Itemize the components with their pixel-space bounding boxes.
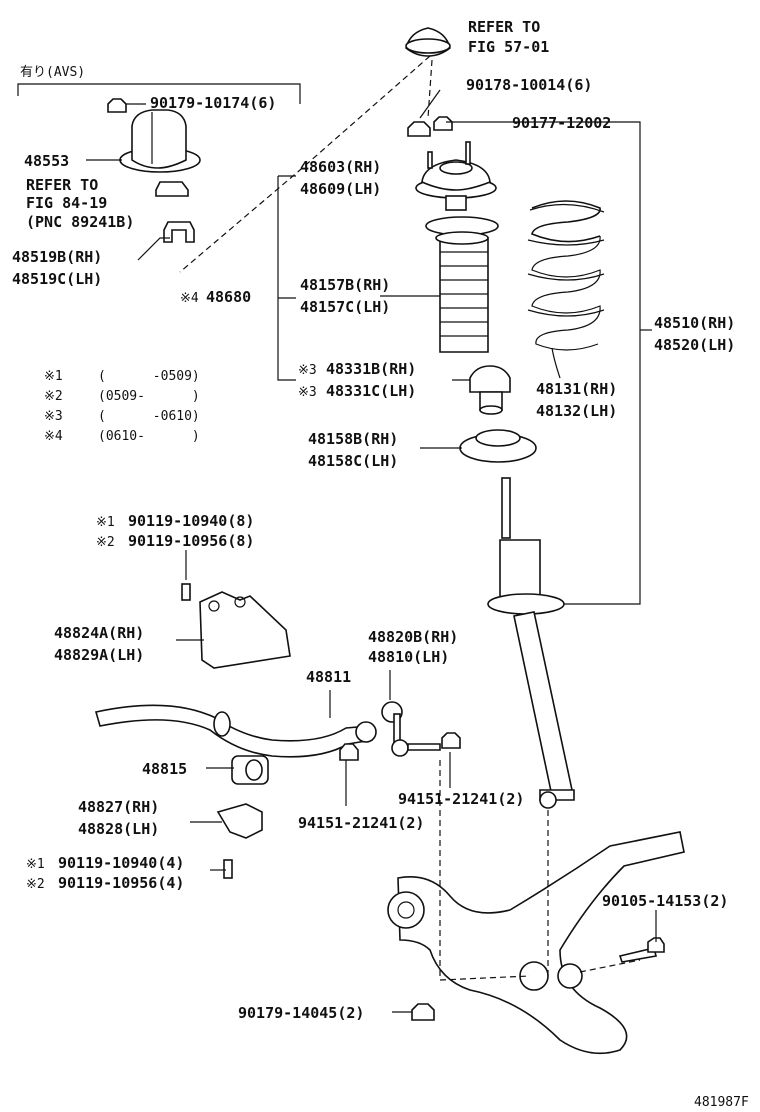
label-48827: 48827(RH) [78, 798, 159, 816]
label-90119-10940-top: 90119-10940(8) [128, 512, 254, 530]
label-90105-14153: 90105-14153(2) [602, 892, 728, 910]
label-48519c: 48519C(LH) [12, 270, 102, 288]
label-48603: 48603(RH) [300, 158, 381, 176]
label-48331b-mark: ※3 [298, 363, 317, 378]
label-90179-10174: 90179-10174(6) [150, 94, 276, 112]
upper-support-cap [405, 27, 451, 57]
nut-90177 [433, 116, 453, 131]
label-48810: 48810(LH) [368, 648, 449, 666]
label-48519b: 48519B(RH) [12, 248, 102, 266]
leader-lines [17, 83, 657, 1013]
dust-boot-48157 [425, 216, 499, 353]
label-90119-10956-top: 90119-10956(8) [128, 532, 254, 550]
label-48131: 48131(RH) [536, 380, 617, 398]
label-avs: 有り(AVS) [20, 65, 85, 80]
label-90119-10940-top-mark: ※1 [96, 515, 115, 530]
stabilizer-link-48820b [381, 701, 461, 757]
stabilizer-bar-48811 [94, 704, 377, 758]
lower-control-arm [387, 831, 685, 1055]
label-90119-10940-bot-mark: ※1 [26, 857, 45, 872]
label-90178-10014: 90178-10014(6) [466, 76, 592, 94]
stabilizer-bracket-48824a [181, 583, 291, 669]
spring-seat-48158 [459, 429, 537, 463]
label-48820b: 48820B(RH) [368, 628, 458, 646]
label-48553: 48553 [24, 152, 69, 170]
label-90119-10956-bot: 90119-10956(4) [58, 874, 184, 892]
label-48331b: 48331B(RH) [326, 360, 416, 378]
upper-support-48603 [415, 141, 497, 211]
legend-range-1: ( -0509) [98, 369, 200, 384]
label-48158c: 48158C(LH) [308, 452, 398, 470]
legend: ※1 ( -0509) ※2 (0509- ) ※3 ( -0610) ※4 (… [44, 369, 200, 444]
label-48609: 48609(LH) [300, 180, 381, 198]
nut-94151 [339, 743, 359, 761]
label-90177-12002: 90177-12002 [512, 114, 611, 132]
label-48824a: 48824A(RH) [54, 624, 144, 642]
label-48815: 48815 [142, 760, 187, 778]
label-48331c-mark: ※3 [298, 385, 317, 400]
label-90119-10956-top-mark: ※2 [96, 535, 115, 550]
label-94151-a: 94151-21241(2) [398, 790, 524, 808]
label-90119-10956-bot-mark: ※2 [26, 877, 45, 892]
legend-mark-2: ※2 [44, 389, 63, 404]
bushing-48815 [231, 755, 269, 785]
bracket-48827 [216, 803, 263, 879]
legend-mark-4: ※4 [44, 429, 63, 444]
shock-absorber-48510 [487, 477, 575, 809]
legend-mark-3: ※3 [44, 409, 63, 424]
part-labels: REFER TO FIG 57-01 有り(AVS) 90179-10174(6… [12, 18, 749, 1110]
label-pnc-89241b: (PNC 89241B) [26, 213, 134, 231]
label-90119-10940-bot: 90119-10940(4) [58, 854, 184, 872]
label-48680-mark: ※4 [180, 291, 199, 306]
label-48157b: 48157B(RH) [300, 276, 390, 294]
label-48680: 48680 [206, 288, 251, 306]
label-48828: 48828(LH) [78, 820, 159, 838]
legend-mark-1: ※1 [44, 369, 63, 384]
legend-range-2: (0509- ) [98, 389, 200, 404]
figure-code: 481987F [694, 1095, 749, 1110]
legend-range-4: (0610- ) [98, 429, 200, 444]
avs-actuator-48553 [107, 98, 201, 197]
label-48158b: 48158B(RH) [308, 430, 398, 448]
label-48331c: 48331C(LH) [326, 382, 416, 400]
bound-stopper-48331 [469, 365, 511, 415]
label-48829a: 48829A(LH) [54, 646, 144, 664]
label-48520: 48520(LH) [654, 336, 735, 354]
label-48811: 48811 [306, 668, 351, 686]
label-fig-57-01: FIG 57-01 [468, 38, 549, 56]
coil-spring-48131 [527, 200, 605, 351]
nut-90178 [407, 121, 431, 137]
legend-range-3: ( -0610) [98, 409, 200, 424]
label-fig-84-19: FIG 84-19 [26, 194, 107, 212]
label-48157c: 48157C(LH) [300, 298, 390, 316]
label-refer-to-b: REFER TO [26, 176, 98, 194]
label-90179-14045: 90179-14045(2) [238, 1004, 364, 1022]
label-48510: 48510(RH) [654, 314, 735, 332]
label-48132: 48132(LH) [536, 402, 617, 420]
bracket-48519 [163, 221, 195, 243]
dashed-assembly-lines [179, 55, 641, 981]
label-refer-to-a: REFER TO [468, 18, 540, 36]
label-94151-b: 94151-21241(2) [298, 814, 424, 832]
